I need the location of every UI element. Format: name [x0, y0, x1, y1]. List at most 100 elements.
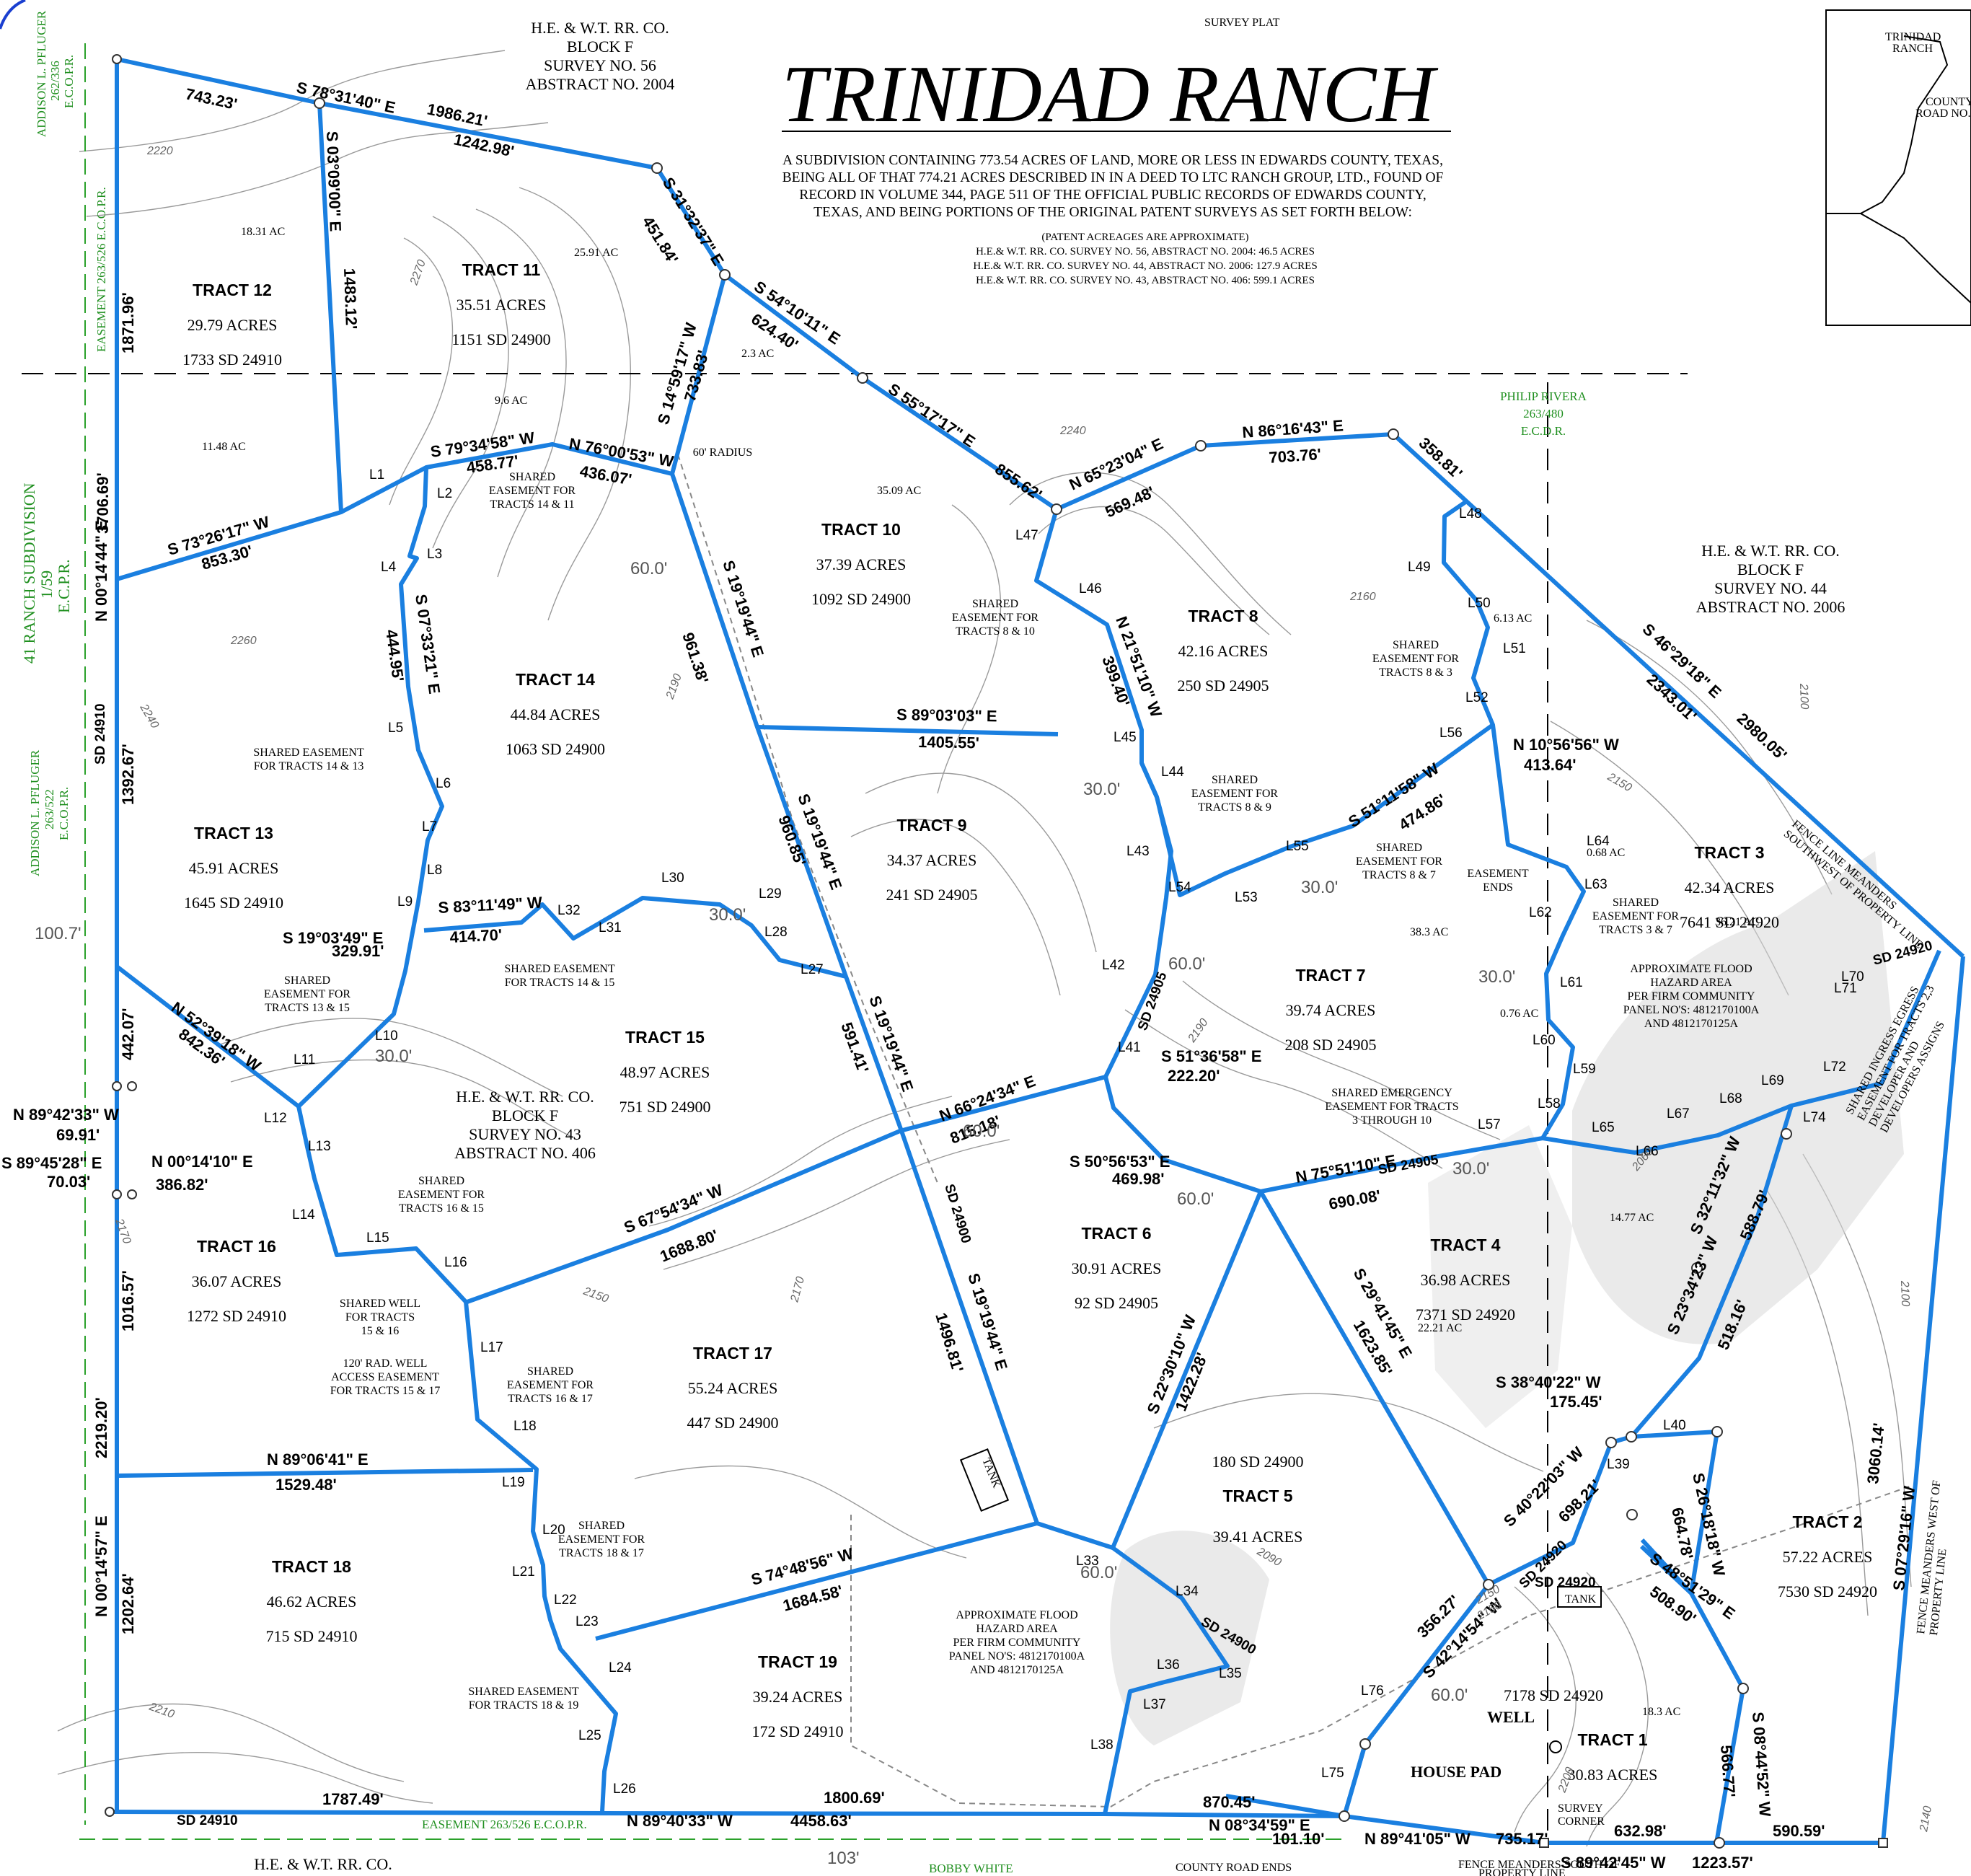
- svg-text:SURVEY NO. 43: SURVEY NO. 43: [469, 1125, 581, 1143]
- tract-name: TRACT 8: [1188, 607, 1258, 625]
- county-road-ends: COUNTY ROAD ENDS: [1176, 1862, 1292, 1874]
- line-label-l75: L75: [1321, 1766, 1344, 1781]
- line-label-l2: L2: [437, 486, 452, 501]
- svg-text:30.0': 30.0': [1452, 1159, 1489, 1179]
- call-469: 469.98': [1112, 1170, 1165, 1188]
- line-label-l68: L68: [1719, 1091, 1742, 1106]
- tank-symbol: TANK: [959, 1448, 1010, 1512]
- line-label-l36: L36: [1157, 1657, 1180, 1673]
- plat-title: TRINIDAD RANCH: [782, 50, 1438, 139]
- line-label-l38: L38: [1090, 1738, 1114, 1753]
- svg-text:60.0': 60.0': [963, 1122, 1000, 1141]
- tract-sd: 1092 SD 24900: [811, 590, 911, 608]
- tract-acres: 34.37 ACRES: [887, 851, 977, 869]
- svg-text:HAZARD AREA: HAZARD AREA: [976, 1623, 1058, 1635]
- svg-text:SHARED EASEMENT: SHARED EASEMENT: [504, 963, 615, 975]
- patent-heading: (PATENT ACREAGES ARE APPROXIMATE): [1041, 232, 1248, 243]
- svg-text:30.0': 30.0': [1083, 780, 1120, 799]
- svg-text:35.09 AC: 35.09 AC: [877, 485, 921, 497]
- svg-text:60.0': 60.0': [630, 559, 667, 578]
- call-n89c: N 89°06'41" E: [267, 1450, 369, 1468]
- svg-text:6.13 AC: 6.13 AC: [1494, 612, 1532, 625]
- tract-acres: 30.83 ACRES: [1568, 1766, 1658, 1784]
- svg-text:2270: 2270: [407, 258, 428, 287]
- call-s50: S 50°56'53" E: [1070, 1153, 1170, 1171]
- svg-text:AND 4812170125A: AND 4812170125A: [1644, 1018, 1739, 1030]
- line-label-l27: L27: [801, 962, 824, 977]
- line-label-l40: L40: [1663, 1418, 1686, 1433]
- line-label-l45: L45: [1114, 730, 1137, 745]
- call-s19d: S 19°19'44" E: [865, 993, 917, 1094]
- call-s83: S 83°11'49" W: [438, 893, 543, 917]
- inset-label-4: ROAD NO. 2: [1915, 107, 1971, 120]
- tract-name: TRACT 4: [1430, 1236, 1500, 1254]
- sheet-corner-arc: [0, 0, 26, 30]
- svg-text:18.3 AC: 18.3 AC: [1642, 1706, 1680, 1718]
- line-label-l14: L14: [292, 1207, 315, 1223]
- call-s89b: S 89°45'28" E: [1, 1154, 102, 1172]
- call-n10: N 10°56'56" W: [1513, 736, 1619, 754]
- svg-text:SD 24910: SD 24910: [93, 703, 108, 765]
- tract-sd: 180 SD 24900: [1212, 1453, 1303, 1471]
- tract-acres: 48.97 ACRES: [620, 1063, 710, 1081]
- svg-text:263/522: 263/522: [43, 789, 56, 829]
- call-703: 703.76': [1269, 445, 1322, 467]
- adjoiner-subdivision: 41 RANCH SUBDIVISION 1/59 E.C.P.R.: [20, 483, 73, 664]
- inset-label-1: TRINIDAD: [1885, 31, 1941, 43]
- svg-text:ADDISON L. PFLUGER: ADDISON L. PFLUGER: [28, 749, 42, 876]
- adjoiner-pfluger-mid: ADDISON L. PFLUGER 263/522 E.C.O.P.R.: [28, 749, 71, 876]
- topographic-contours: [57, 50, 1912, 1847]
- adjoiner-bobby-white: BOBBY WHITE: [929, 1862, 1013, 1875]
- svg-text:EASEMENT FOR: EASEMENT FOR: [558, 1533, 645, 1546]
- svg-text:SHARED: SHARED: [418, 1175, 464, 1187]
- line-label-l19: L19: [502, 1475, 525, 1490]
- svg-text:1/59: 1/59: [38, 571, 56, 599]
- tract-sd: 1645 SD 24910: [184, 894, 283, 912]
- call-436: 436.07': [578, 462, 633, 488]
- tract-sd: 7178 SD 24920: [1504, 1686, 1603, 1704]
- line-label-l43: L43: [1126, 844, 1150, 859]
- survey-56-label: H.E. & W.T. RR. CO. BLOCK F SURVEY NO. 5…: [526, 19, 675, 93]
- svg-text:ACCESS EASEMENT: ACCESS EASEMENT: [331, 1371, 439, 1383]
- svg-text:E.C.O.P.R.: E.C.O.P.R.: [57, 787, 71, 840]
- tract-name: TRACT 12: [193, 281, 272, 299]
- svg-text:PHILIP RIVERA: PHILIP RIVERA: [1500, 389, 1587, 403]
- line-label-l35: L35: [1219, 1666, 1242, 1681]
- tract-acres: 39.24 ACRES: [753, 1688, 843, 1706]
- svg-text:TRACTS 13 & 15: TRACTS 13 & 15: [265, 1002, 350, 1014]
- svg-text:3 THROUGH 10: 3 THROUGH 10: [1352, 1114, 1432, 1127]
- svg-text:2.3 AC: 2.3 AC: [741, 348, 774, 360]
- dim-100: 100.7': [35, 924, 81, 943]
- svg-text:EASEMENT FOR: EASEMENT FOR: [1356, 855, 1442, 868]
- line-label-l23: L23: [576, 1614, 599, 1629]
- line-label-l51: L51: [1503, 641, 1526, 656]
- tract-sd: 751 SD 24900: [619, 1098, 710, 1116]
- svg-text:PER FIRM COMMUNITY: PER FIRM COMMUNITY: [953, 1637, 1081, 1649]
- svg-text:0.68 AC: 0.68 AC: [1587, 847, 1625, 859]
- fence-meanders-south: FENCE MEANDERS SOUTH OF: [1458, 1859, 1621, 1871]
- svg-text:60.0': 60.0': [1168, 954, 1205, 974]
- line-label-l47: L47: [1015, 528, 1039, 543]
- line-label-l55: L55: [1286, 839, 1309, 854]
- call-632: 632.98': [1614, 1822, 1667, 1840]
- line-label-l53: L53: [1235, 890, 1258, 905]
- call-n89a: N 89°42'33" W: [13, 1106, 119, 1124]
- call-s78: S 78°31'40" E: [295, 78, 397, 116]
- line-label-l76: L76: [1361, 1683, 1384, 1699]
- svg-text:AND 4812170125A: AND 4812170125A: [970, 1664, 1064, 1676]
- call-664: 664.78': [1668, 1506, 1697, 1561]
- svg-text:2260: 2260: [230, 635, 257, 647]
- svg-text:SURVEY NO. 56: SURVEY NO. 56: [544, 56, 656, 74]
- svg-text:30.0': 30.0': [1301, 878, 1338, 897]
- call-n00b: N 00°14'44" E: [92, 520, 110, 622]
- call-1392: 1392.67': [119, 744, 137, 805]
- svg-text:TANK: TANK: [1565, 1593, 1597, 1606]
